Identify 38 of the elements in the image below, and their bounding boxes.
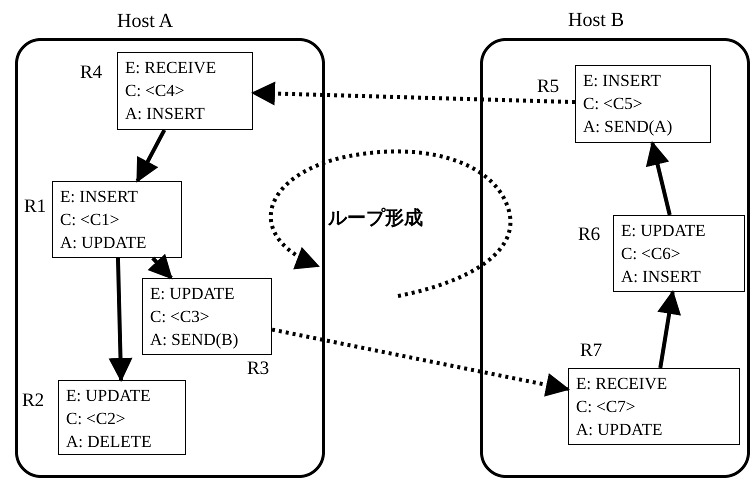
rule-label: R6 bbox=[578, 224, 600, 246]
rule-text: A: INSERT bbox=[125, 103, 206, 125]
rule-text: E: UPDATE bbox=[621, 220, 707, 242]
rule-text: C: <C1> bbox=[60, 209, 120, 231]
rule-text: C: <C5> bbox=[583, 93, 644, 115]
rule-text: C: <C7> bbox=[576, 396, 636, 418]
rule-text: E: RECEIVE bbox=[125, 57, 218, 79]
rule-label: R2 bbox=[22, 390, 44, 412]
arrow bbox=[108, 258, 132, 382]
arrow bbox=[148, 254, 173, 280]
rule-text: A: UPDATE bbox=[60, 232, 148, 254]
rule-label: R1 bbox=[24, 196, 46, 218]
host-label: Host A bbox=[117, 10, 174, 32]
arrow bbox=[251, 82, 576, 106]
rule-label: R7 bbox=[580, 340, 602, 362]
arrow bbox=[272, 328, 570, 397]
loop-label: ループ形成 bbox=[328, 206, 423, 230]
rule-text: A: DELETE bbox=[66, 431, 152, 453]
arrow bbox=[646, 141, 672, 216]
rule-text: E: UPDATE bbox=[66, 385, 152, 407]
rule-text: C: <C3> bbox=[150, 306, 210, 328]
rule-text: A: SEND(A) bbox=[583, 116, 674, 138]
rule-text: A: SEND(B) bbox=[150, 329, 240, 351]
rule-label: R5 bbox=[537, 76, 560, 98]
rule-text: C: <C2> bbox=[66, 408, 126, 430]
rule-text: E: UPDATE bbox=[150, 283, 236, 305]
rule-label: R4 bbox=[80, 62, 102, 84]
host-label: Host B bbox=[568, 9, 624, 31]
rule-text: C: <C6> bbox=[621, 243, 682, 265]
rule-text: E: INSERT bbox=[583, 70, 662, 92]
arrow bbox=[136, 129, 166, 183]
rule-text: A: INSERT bbox=[621, 266, 702, 288]
arrow bbox=[657, 290, 681, 368]
rule-label: R3 bbox=[247, 358, 270, 380]
rule-text: A: UPDATE bbox=[576, 419, 664, 441]
rule-text: C: <C4> bbox=[125, 80, 186, 102]
rule-text: E: INSERT bbox=[60, 186, 139, 208]
rule-text: E: RECEIVE bbox=[576, 373, 668, 395]
